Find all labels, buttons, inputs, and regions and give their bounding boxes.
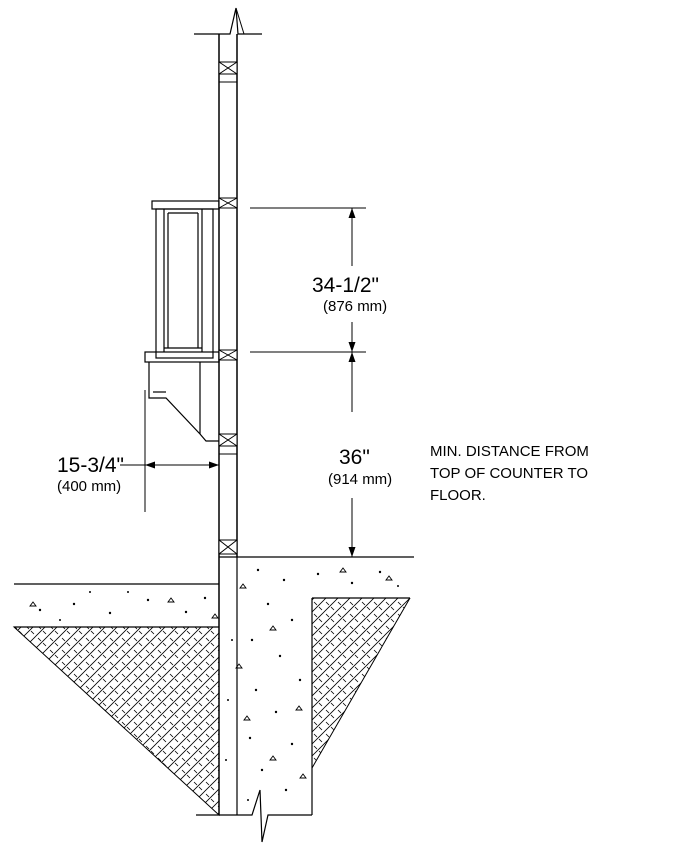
note-line-1: MIN. DISTANCE FROM [430, 443, 589, 460]
counter-height-imperial: 36" [339, 446, 370, 469]
dimension-lines [120, 207, 366, 558]
wall [194, 7, 312, 843]
upper-dimension-imperial: 34-1/2" [312, 274, 379, 297]
fountain-unit [144, 200, 220, 442]
counter-height-metric: (914 mm) [328, 471, 392, 488]
offset-dimension-imperial: 15-3/4" [57, 454, 124, 477]
earth-hatch [12, 597, 411, 817]
concrete-slab [14, 556, 414, 815]
note-line-3: FLOOR. [430, 487, 486, 504]
offset-dimension-metric: (400 mm) [57, 478, 121, 495]
note-line-2: TOP OF COUNTER TO [430, 465, 588, 482]
upper-dimension-metric: (876 mm) [323, 298, 387, 315]
